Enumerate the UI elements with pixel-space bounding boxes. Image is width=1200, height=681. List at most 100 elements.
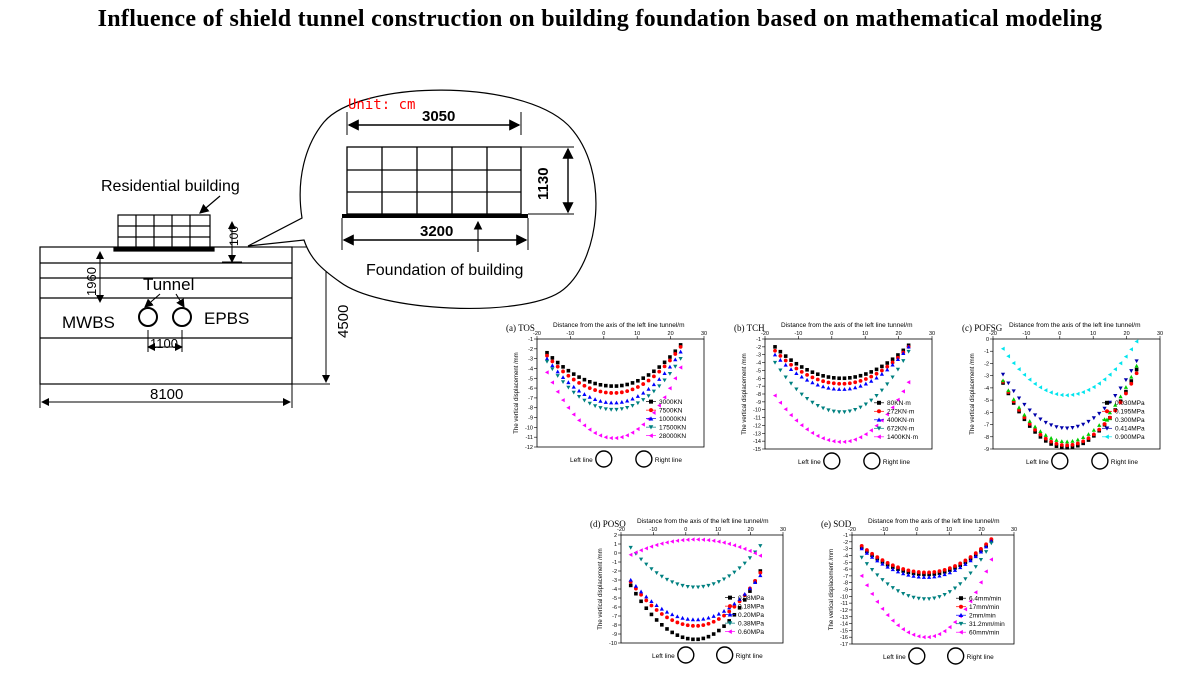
data-point: [916, 574, 921, 579]
data-point: [641, 390, 646, 395]
data-point: [670, 630, 674, 635]
data-point: [545, 350, 549, 355]
data-point: [869, 370, 874, 374]
x-tick-label: 0: [915, 527, 918, 533]
data-point: [826, 375, 831, 379]
data-point: [973, 565, 978, 569]
data-point: [561, 365, 565, 369]
dim-3050-label: 3050: [422, 108, 455, 125]
y-tick-label: 2: [614, 533, 617, 539]
data-point: [826, 437, 831, 443]
data-point: [826, 408, 831, 413]
data-point: [1134, 339, 1139, 344]
legend-marker: [1104, 434, 1109, 440]
data-point: [874, 375, 879, 380]
data-point: [566, 373, 571, 378]
data-point: [685, 636, 690, 641]
legend-label: 0.38MPa: [738, 620, 764, 627]
data-point: [1038, 385, 1043, 390]
data-point: [651, 382, 656, 387]
data-point: [685, 623, 690, 628]
data-point: [555, 360, 560, 365]
data-point: [821, 379, 826, 384]
data-point: [609, 391, 614, 395]
legend-marker: [1105, 400, 1109, 405]
legend-label: 2mm/min: [969, 613, 996, 620]
data-point: [1118, 386, 1123, 391]
legend-marker: [876, 434, 881, 440]
data-point: [1049, 423, 1054, 428]
y-tick-label: -4: [528, 366, 533, 372]
y-tick-label: -7: [756, 384, 761, 390]
data-point: [1081, 441, 1085, 446]
data-point: [711, 619, 716, 624]
data-point: [628, 577, 633, 582]
data-point: [810, 430, 815, 436]
data-point: [869, 591, 874, 597]
data-point: [1102, 422, 1107, 426]
y-tick-label: -3: [843, 547, 848, 553]
dim-100-label: 100: [227, 226, 241, 246]
data-point: [561, 369, 565, 374]
data-point: [1054, 391, 1059, 397]
data-point: [635, 401, 640, 406]
data-point: [885, 382, 890, 387]
data-point: [593, 381, 597, 386]
data-point: [649, 567, 654, 571]
data-point: [789, 358, 793, 362]
data-point: [858, 405, 863, 410]
data-point: [978, 549, 984, 554]
data-point: [644, 594, 649, 599]
data-point: [742, 598, 747, 602]
data-point: [1134, 371, 1139, 376]
y-tick-label: -9: [984, 447, 989, 453]
data-point: [625, 433, 629, 438]
data-point: [788, 381, 794, 386]
data-point: [646, 386, 651, 391]
data-point: [1011, 361, 1016, 366]
data-point: [1108, 415, 1112, 420]
legend-label: 0.300MPa: [1115, 417, 1145, 424]
data-point: [890, 360, 895, 365]
data-point: [1086, 419, 1091, 424]
data-point: [831, 409, 836, 414]
data-point: [859, 546, 864, 551]
data-point: [932, 596, 937, 601]
legend-label: 0.18MPa: [738, 603, 764, 610]
data-point: [641, 376, 646, 380]
legend-label: 80KN·m: [887, 400, 911, 407]
data-point: [783, 354, 788, 358]
data-point: [968, 571, 973, 576]
data-point: [837, 410, 842, 415]
x-tick-label: 30: [701, 331, 707, 337]
data-point: [916, 596, 921, 601]
y-tick-label: -7: [984, 423, 989, 429]
left-line-circle: [823, 452, 841, 470]
y-tick-label: -14: [840, 622, 848, 628]
data-point: [659, 541, 664, 546]
data-point: [847, 409, 852, 414]
data-point: [706, 583, 711, 588]
data-point: [805, 372, 809, 377]
data-point: [587, 380, 592, 384]
data-point: [1075, 424, 1080, 429]
data-point: [890, 567, 895, 572]
data-point: [901, 591, 906, 596]
data-point: [937, 569, 942, 574]
legend-label: 0.60MPa: [738, 629, 764, 636]
data-point: [675, 614, 680, 619]
data-point: [1032, 413, 1038, 418]
data-point: [890, 586, 895, 590]
data-point: [1102, 377, 1107, 382]
data-point: [576, 395, 582, 399]
data-point: [665, 627, 669, 631]
data-point: [603, 390, 608, 395]
data-point: [911, 569, 916, 574]
data-point: [885, 412, 889, 417]
data-point: [587, 427, 592, 432]
data-point: [853, 437, 857, 442]
data-point: [1016, 396, 1022, 401]
data-point: [778, 349, 783, 354]
series-2: [859, 539, 994, 579]
data-point: [794, 361, 799, 366]
